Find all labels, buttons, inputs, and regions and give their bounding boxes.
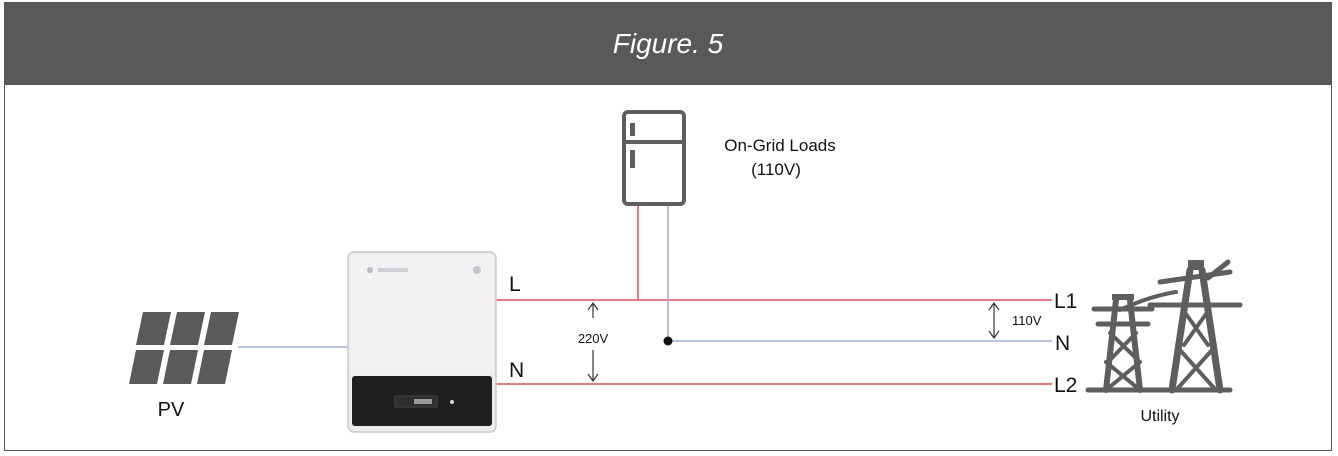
wires (238, 204, 1052, 385)
voltage-110-label: 110V (1012, 313, 1042, 328)
voltage-arrow-220 (587, 301, 599, 383)
figure-header: Figure. 5 (5, 3, 1331, 85)
voltage-arrow-110 (988, 301, 1000, 340)
loads-voltage-label: (110V) (751, 160, 801, 179)
utility-n-label: N (1055, 332, 1070, 355)
inverter-n-label: N (509, 359, 524, 382)
utility-label: Utility (1140, 408, 1179, 425)
inverter-l-label: L (509, 273, 521, 296)
neutral-junction-dot (663, 336, 673, 346)
utility-l2-label: L2 (1054, 374, 1077, 397)
loads-label: On-Grid Loads (724, 136, 836, 155)
pv-panel-icon (129, 312, 239, 384)
inverter-icon (347, 251, 497, 433)
figure-title: Figure. 5 (612, 28, 724, 59)
voltage-220-label: 220V (578, 331, 609, 346)
pv-label: PV (158, 399, 185, 421)
utility-l1-label: L1 (1054, 290, 1077, 313)
fridge-icon (622, 110, 686, 206)
utility-tower-icon (1085, 259, 1243, 394)
